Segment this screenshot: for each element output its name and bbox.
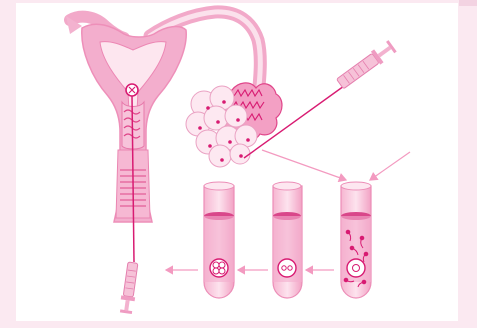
tube-egg-and-sperm <box>341 182 371 298</box>
tube-fertilized-egg <box>273 182 302 298</box>
transfer-syringe <box>119 262 140 314</box>
ovary <box>186 83 282 167</box>
zygote-cell <box>278 259 296 277</box>
arrow-ovary-to-tube <box>262 150 346 180</box>
retrieval-syringe <box>335 39 397 90</box>
embryo-cell <box>210 259 228 277</box>
egg-cell <box>347 259 365 277</box>
tube-embryo <box>204 182 234 298</box>
arrow-sperm-to-tube <box>370 152 410 180</box>
